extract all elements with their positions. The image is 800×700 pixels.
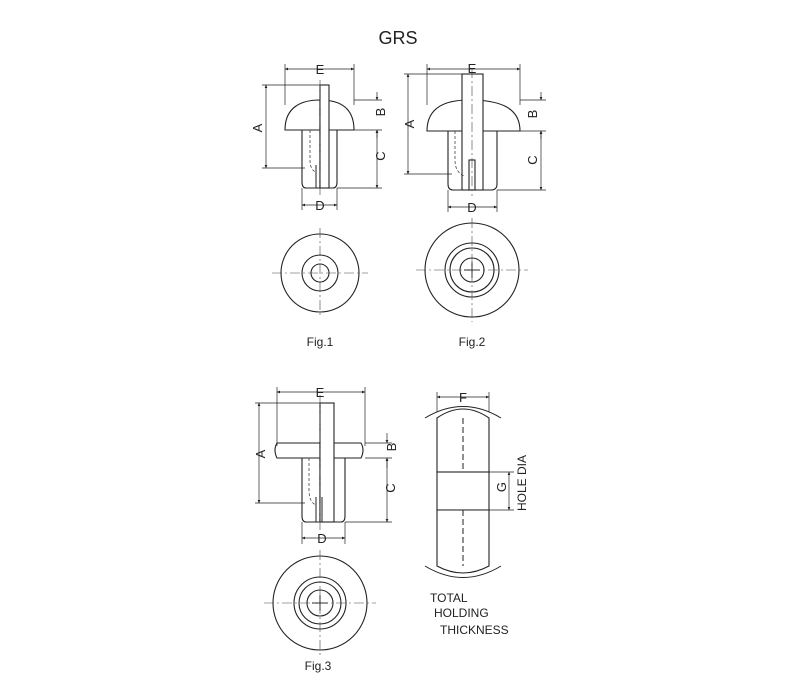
total-label-line3: THICKNESS xyxy=(440,623,509,637)
fig1-top-view xyxy=(272,228,368,318)
panel-dim-f: F xyxy=(459,390,467,405)
fig3-top-view xyxy=(264,550,376,656)
fig3-dim-d: D xyxy=(317,531,326,546)
fig1-label: Fig.1 xyxy=(307,335,334,349)
fig1-dim-e: E xyxy=(316,62,325,77)
fig1-dim-c: C xyxy=(373,151,388,160)
hole-dia-label: HOLE DIA xyxy=(515,455,529,511)
total-label-line2: HOLDING xyxy=(434,606,489,620)
panel-dim-g: G xyxy=(494,482,509,492)
fig2-dim-a: A xyxy=(402,119,417,128)
fig2-dim-e: E xyxy=(468,61,477,76)
fig3-label: Fig.3 xyxy=(305,659,332,673)
total-holding-thickness-label: TOTAL HOLDING THICKNESS xyxy=(430,591,509,637)
total-label-line1: TOTAL xyxy=(430,591,468,605)
fig2-top-view xyxy=(416,218,528,322)
fig3-dim-b: B xyxy=(384,443,399,452)
fig2-dim-b: B xyxy=(525,110,540,119)
fig1-dim-b: B xyxy=(373,108,388,117)
drawing-title: GRS xyxy=(378,28,417,48)
fig1-dim-d: D xyxy=(315,198,324,213)
fig2-dim-c: C xyxy=(525,155,540,164)
fig1-side-view: E A B C D xyxy=(250,62,388,213)
fig2-label: Fig.2 xyxy=(459,335,486,349)
fig2-dim-d: D xyxy=(467,200,476,215)
fig3-dim-c: C xyxy=(383,483,398,492)
fig1-dim-a: A xyxy=(250,123,265,132)
fig2-side-view: E A B C D xyxy=(402,61,546,215)
fig3-dim-a: A xyxy=(253,449,268,458)
fig3-dim-e: E xyxy=(316,385,325,400)
fig3-side-view: E A B C D xyxy=(253,385,399,546)
panel-section: F G HOLE DIA xyxy=(424,390,529,578)
